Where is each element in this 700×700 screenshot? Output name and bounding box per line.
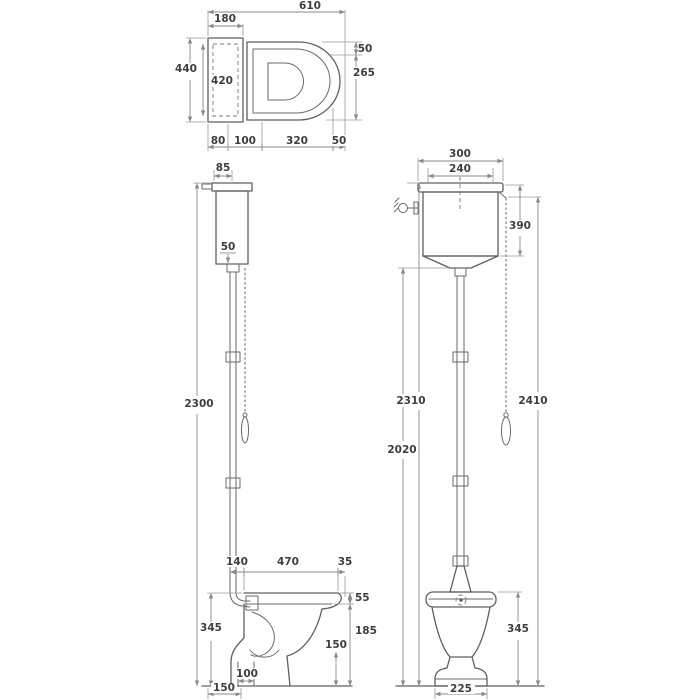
- cistern-taper: [422, 255, 499, 269]
- cistern-lid-side: [211, 182, 253, 192]
- side-labels: 85 50 2300 345 140 470 35 55 185 150 100…: [183, 162, 377, 694]
- front-dimension-lines: [400, 158, 541, 697]
- side-outline: [201, 182, 353, 687]
- cistern-plan-outline: [207, 37, 244, 123]
- cistern-lid-front: [417, 182, 504, 193]
- pipe-coupling: [225, 351, 241, 363]
- side-extension-lines: [193, 170, 354, 699]
- plan-outline: [207, 37, 341, 123]
- pipe-coupling: [225, 477, 241, 489]
- dim-rear-offset: 80: [211, 135, 226, 147]
- dim-seat-clearance: 50: [358, 43, 373, 55]
- dim-pipe-offset: 140: [226, 556, 248, 568]
- dim-pipe-drop: 2020: [387, 444, 416, 456]
- cistern-body-front: [422, 191, 499, 257]
- dim-cistern-width: 300: [449, 148, 471, 160]
- dim-overall-width: 610: [299, 0, 321, 12]
- pan-inlet-spud: [245, 595, 259, 611]
- front-outline: [393, 177, 545, 687]
- dim-pan-height-front: 345: [507, 623, 529, 635]
- dim-cistern-depth: 180: [214, 13, 236, 25]
- dim-outlet-height: 150: [325, 639, 347, 651]
- dim-cistern-top-height: 2310: [396, 395, 425, 407]
- plan-view: 610 180 440 420 50 265 80 100 320 50: [175, 0, 378, 151]
- side-dimension-lines: [194, 173, 353, 697]
- seat-outer-outline: [246, 41, 341, 121]
- dim-pan-height-side: 345: [200, 622, 222, 634]
- trap-curve: [250, 611, 275, 657]
- dim-rim-lip: 35: [338, 556, 353, 568]
- front-labels: 300 240 390 2310 2410 2020 345 225: [386, 148, 550, 695]
- dim-lever-offset: 85: [216, 162, 231, 174]
- pipe-coupling: [452, 475, 469, 487]
- chain-pull-side: [241, 416, 249, 444]
- dim-base-width: 225: [450, 683, 472, 695]
- wall-fixing: [398, 203, 408, 213]
- side-view: 85 50 2300 345 140 470 35 55 185 150 100…: [183, 162, 377, 699]
- dim-overall-height: 2410: [518, 395, 547, 407]
- dim-pan-depth: 470: [277, 556, 299, 568]
- dim-front-lip: 50: [332, 135, 347, 147]
- dim-lid-width: 240: [449, 163, 471, 175]
- pan-rim-front: [425, 591, 497, 608]
- dim-install-height: 2300: [184, 398, 213, 410]
- front-view: 300 240 390 2310 2410 2020 345 225: [386, 148, 550, 699]
- pan-bowl-side: [286, 608, 323, 687]
- dim-inner-depth: 420: [211, 75, 233, 87]
- flush-lever: [201, 183, 213, 190]
- pipe-coupling: [452, 555, 469, 567]
- dim-bowl-height: 185: [355, 625, 377, 637]
- pipe-connector-top: [226, 263, 240, 273]
- seat-inner-outline: [252, 48, 331, 114]
- dim-flush-drop: 50: [221, 241, 236, 253]
- dim-outlet-offset: 100: [236, 668, 258, 680]
- pan-bowl-front: [431, 606, 491, 658]
- bowl-opening-outline: [267, 62, 304, 101]
- plan-dimension-lines: [187, 9, 359, 151]
- dim-seat-depth: 265: [353, 67, 375, 79]
- dim-rim-height: 55: [355, 592, 370, 604]
- chain-pull-front: [501, 416, 511, 446]
- dim-seat-length: 320: [286, 135, 308, 147]
- dim-wall-distance: 150: [213, 682, 235, 694]
- pan-base-front: [434, 656, 488, 687]
- plan-labels: 610 180 440 420 50 265 80 100 320 50: [175, 0, 378, 147]
- dim-overall-depth: 440: [175, 63, 197, 75]
- pan-inlet-cone: [449, 565, 472, 593]
- dim-cistern-height: 390: [509, 220, 531, 232]
- dim-cistern-gap: 100: [234, 135, 256, 147]
- pipe-coupling: [452, 351, 469, 363]
